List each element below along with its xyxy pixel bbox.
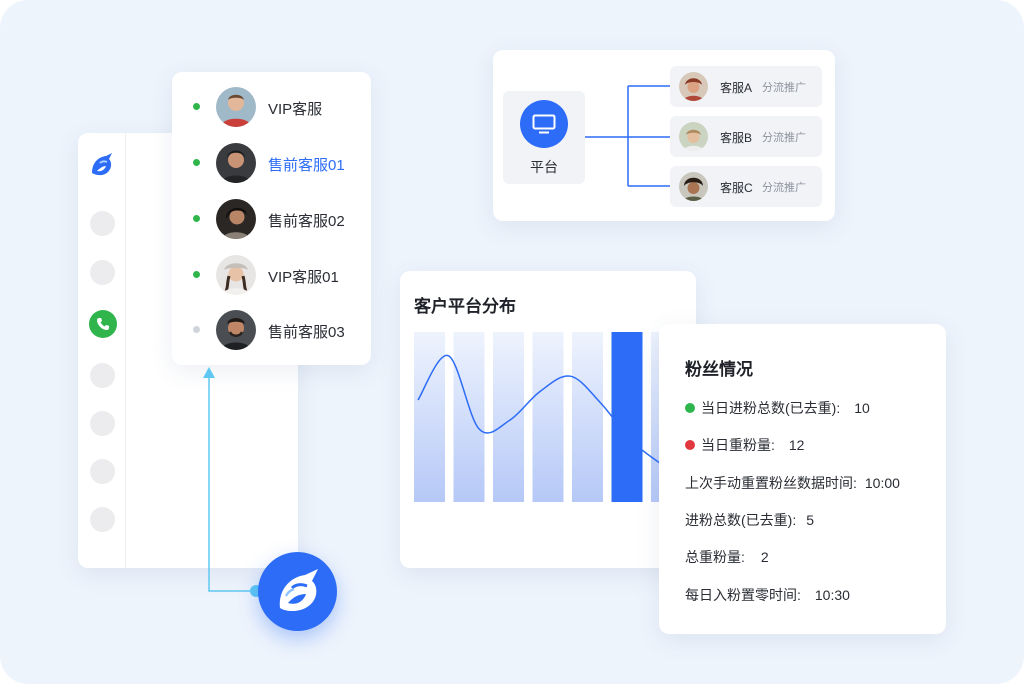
agent-row[interactable]: VIP客服 [172, 87, 371, 127]
monitor-icon [520, 100, 568, 148]
avatar [679, 122, 708, 151]
fans-row: 每日入粉置零时间: 10:30 [685, 585, 850, 605]
online-status-dot [193, 103, 200, 110]
service-name: 客服C [720, 181, 753, 195]
agent-row[interactable]: 售前客服02 [172, 199, 371, 239]
fans-row: 进粉总数(已去重): 5 [685, 510, 814, 530]
agent-name: 售前客服03 [268, 324, 345, 341]
online-status-dot [193, 159, 200, 166]
service-item[interactable]: 客服A 分流推广 [670, 66, 822, 107]
online-status-dot [193, 271, 200, 278]
chart-trend-line [417, 355, 663, 466]
service-item[interactable]: 客服B 分流推广 [670, 116, 822, 157]
fans-title: 粉丝情况 [685, 360, 753, 379]
distribution-chart-card: 客户平台分布 [400, 271, 696, 568]
fans-row: 当日重粉量: 12 [685, 435, 804, 455]
nav-item[interactable] [90, 411, 115, 436]
unicorn-logo-icon[interactable] [88, 151, 116, 179]
fans-label: 总重粉量: [685, 549, 745, 565]
nav-item[interactable] [90, 260, 115, 285]
app-sidebar-rail [78, 133, 126, 568]
service-tag: 分流推广 [762, 132, 806, 144]
chart-bar [453, 332, 485, 502]
nav-item[interactable] [90, 507, 115, 532]
agent-row[interactable]: 售前客服03 [172, 310, 371, 350]
fans-row: 当日进粉总数(已去重): 10 [685, 398, 870, 418]
avatar [216, 310, 256, 350]
chart-title: 客户平台分布 [414, 297, 516, 316]
agent-name: 售前客服02 [268, 213, 345, 230]
agent-name-active: 售前客服01 [268, 157, 345, 174]
fans-value: 2 [760, 549, 769, 565]
fans-row: 上次手动重置粉丝数据时间: 10:00 [685, 473, 900, 493]
green-status-dot [685, 403, 695, 413]
fans-value: 12 [788, 437, 805, 453]
avatar [216, 255, 256, 295]
chart-bar [493, 332, 524, 502]
distribution-chart [414, 332, 682, 502]
platform-node[interactable]: 平台 [503, 91, 585, 184]
fans-row: 总重粉量: 2 [685, 547, 769, 567]
fans-label: 上次手动重置粉丝数据时间: [685, 475, 857, 491]
fans-label: 当日进粉总数(已去重): [701, 400, 841, 416]
nav-item[interactable] [90, 363, 115, 388]
chart-bar-highlight [611, 332, 643, 502]
avatar [679, 172, 708, 201]
chart-bar [572, 332, 603, 502]
fans-label: 每日入粉置零时间: [685, 587, 801, 603]
nav-item[interactable] [90, 459, 115, 484]
service-name: 客服B [720, 131, 753, 145]
fans-label: 当日重粉量: [701, 437, 775, 453]
avatar [679, 72, 708, 101]
online-status-dot [193, 215, 200, 222]
platform-label: 平台 [530, 159, 558, 175]
agent-name: VIP客服01 [268, 269, 339, 286]
unicorn-logo-icon[interactable] [258, 552, 337, 631]
agent-row[interactable]: 售前客服01 [172, 143, 371, 183]
fans-label: 进粉总数(已去重): [685, 512, 797, 528]
agent-row[interactable]: VIP客服01 [172, 255, 371, 295]
service-name: 客服A [720, 81, 753, 95]
fans-value: 10:00 [864, 475, 900, 491]
agent-list: VIP客服 售前客服01 售前客服02 VIP客服01 [172, 72, 371, 365]
routing-connector-lines [585, 85, 670, 187]
platform-routing-card: 平台 客服A 分流推广 客服B 分流推广 客服C 分流推广 [493, 50, 835, 221]
fans-value: 5 [806, 512, 815, 528]
service-tag: 分流推广 [762, 182, 806, 194]
phone-icon[interactable] [89, 310, 117, 338]
service-tag: 分流推广 [762, 82, 806, 94]
fans-value: 10:30 [814, 587, 850, 603]
fans-value: 10 [854, 400, 870, 416]
agent-name: VIP客服 [268, 101, 323, 118]
avatar [216, 199, 256, 239]
nav-item[interactable] [90, 211, 115, 236]
offline-status-dot [193, 326, 200, 333]
chart-bar [414, 332, 445, 502]
avatar [216, 87, 256, 127]
fans-info-card: 粉丝情况 当日进粉总数(已去重): 10 当日重粉量: 12 上次手动重置粉丝数… [659, 324, 946, 634]
chart-bar [532, 332, 564, 502]
red-status-dot [685, 440, 695, 450]
avatar [216, 143, 256, 183]
service-item[interactable]: 客服C 分流推广 [670, 166, 822, 207]
